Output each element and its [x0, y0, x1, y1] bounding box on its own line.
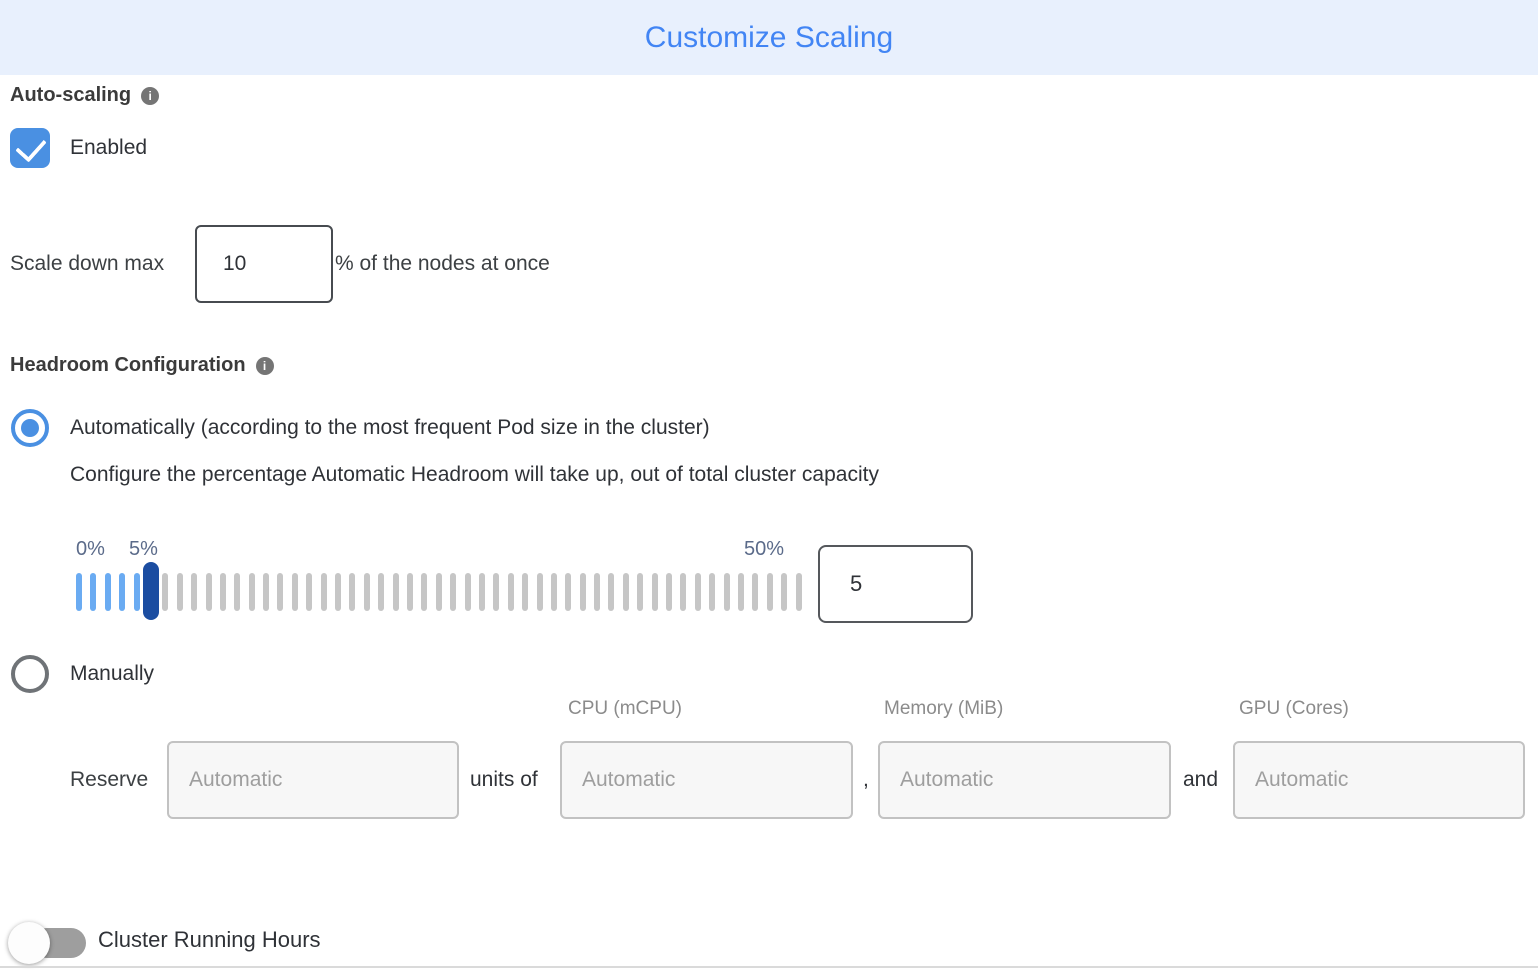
slider-current-label: 5% — [129, 538, 158, 560]
slider-tick[interactable] — [162, 573, 169, 611]
slider-tick[interactable] — [507, 573, 514, 611]
auto-scaling-enabled-label: Enabled — [70, 136, 148, 159]
comma-separator: , — [863, 768, 869, 791]
info-icon[interactable]: i — [141, 86, 160, 105]
slider-tick[interactable] — [363, 573, 370, 611]
slider-tick[interactable] — [392, 573, 399, 611]
page-title: Customize Scaling — [644, 21, 894, 54]
reserve-cpu-input[interactable] — [560, 741, 853, 819]
slider-tick[interactable] — [666, 573, 673, 611]
reserve-memory-input[interactable] — [878, 741, 1171, 819]
slider-tick[interactable] — [435, 573, 442, 611]
panel-header: Customize Scaling — [0, 0, 1538, 75]
slider-tick[interactable] — [493, 573, 500, 611]
slider-tick[interactable] — [766, 573, 773, 611]
slider-tick[interactable] — [637, 573, 644, 611]
slider-tick[interactable] — [306, 573, 313, 611]
headroom-percentage-input[interactable] — [818, 545, 973, 623]
slider-tick[interactable] — [550, 573, 557, 611]
slider-tick[interactable] — [349, 573, 356, 611]
headroom-configuration-heading-label: Headroom Configuration — [10, 354, 246, 376]
slider-tick[interactable] — [536, 573, 543, 611]
slider-tick[interactable] — [191, 573, 198, 611]
column-header-memory: Memory (MiB) — [884, 698, 1004, 719]
slider-tick[interactable] — [104, 573, 111, 611]
headroom-automatically-radio[interactable] — [11, 409, 49, 447]
slider-tick[interactable] — [119, 573, 126, 611]
slider-tick[interactable] — [594, 573, 601, 611]
reserve-units-input[interactable] — [167, 741, 459, 819]
slider-tick[interactable] — [450, 573, 457, 611]
slider-tick[interactable] — [406, 573, 413, 611]
column-header-gpu: GPU (Cores) — [1239, 698, 1349, 719]
slider-tick[interactable] — [709, 573, 716, 611]
slider-tick[interactable] — [263, 573, 270, 611]
slider-tick[interactable] — [205, 573, 212, 611]
slider-tick[interactable] — [752, 573, 759, 611]
slider-tick[interactable] — [680, 573, 687, 611]
slider-tick[interactable] — [234, 573, 241, 611]
slider-max-label: 50% — [744, 538, 785, 560]
scale-down-max-input[interactable] — [195, 225, 333, 303]
reserve-gpu-input[interactable] — [1233, 741, 1525, 819]
units-of-label: units of — [470, 768, 538, 791]
slider-tick[interactable] — [378, 573, 385, 611]
headroom-automatically-label: Automatically (according to the most fre… — [70, 416, 710, 439]
slider-tick[interactable] — [622, 573, 629, 611]
headroom-configuration-heading: Headroom Configuration i — [10, 354, 274, 377]
slider-handle[interactable] — [143, 562, 159, 620]
slider-tick[interactable] — [478, 573, 485, 611]
slider-tick[interactable] — [579, 573, 586, 611]
slider-tick[interactable] — [176, 573, 183, 611]
scale-down-max-label: Scale down max — [10, 252, 165, 275]
slider-tick[interactable] — [421, 573, 428, 611]
bottom-divider — [0, 966, 1538, 968]
reserve-label: Reserve — [70, 768, 149, 791]
slider-tick[interactable] — [219, 573, 226, 611]
scale-down-max-suffix: % of the nodes at once — [335, 252, 550, 275]
slider-tick[interactable] — [737, 573, 744, 611]
slider-min-label: 0% — [76, 538, 105, 560]
slider-tick[interactable] — [133, 573, 140, 611]
info-icon[interactable]: i — [255, 356, 274, 375]
headroom-manually-label: Manually — [70, 662, 155, 685]
auto-scaling-enabled-checkbox[interactable] — [10, 128, 50, 168]
cluster-running-hours-label: Cluster Running Hours — [98, 927, 321, 952]
auto-scaling-heading: Auto-scaling i — [10, 84, 160, 107]
slider-tick[interactable] — [651, 573, 658, 611]
slider-tick[interactable] — [723, 573, 730, 611]
slider-tick[interactable] — [335, 573, 342, 611]
and-label: and — [1183, 768, 1219, 791]
column-header-cpu: CPU (mCPU) — [568, 698, 682, 719]
slider-tick[interactable] — [795, 573, 802, 611]
slider-tick[interactable] — [464, 573, 471, 611]
automatic-headroom-description: Configure the percentage Automatic Headr… — [70, 463, 879, 486]
auto-scaling-heading-label: Auto-scaling — [10, 84, 132, 106]
slider-tick[interactable] — [291, 573, 298, 611]
slider-tick[interactable] — [694, 573, 701, 611]
slider-tick[interactable] — [781, 573, 788, 611]
slider-tick[interactable] — [248, 573, 255, 611]
slider-tick[interactable] — [277, 573, 284, 611]
slider-tick[interactable] — [522, 573, 529, 611]
slider-tick[interactable] — [90, 573, 97, 611]
slider-tick[interactable] — [565, 573, 572, 611]
slider-tick[interactable] — [608, 573, 615, 611]
slider-ticks[interactable] — [76, 562, 802, 620]
slider-tick[interactable] — [320, 573, 327, 611]
toggle-knob[interactable] — [8, 922, 50, 964]
cluster-running-hours-toggle[interactable] — [8, 916, 92, 964]
slider-tick[interactable] — [76, 573, 82, 611]
headroom-manually-radio[interactable] — [11, 655, 49, 693]
